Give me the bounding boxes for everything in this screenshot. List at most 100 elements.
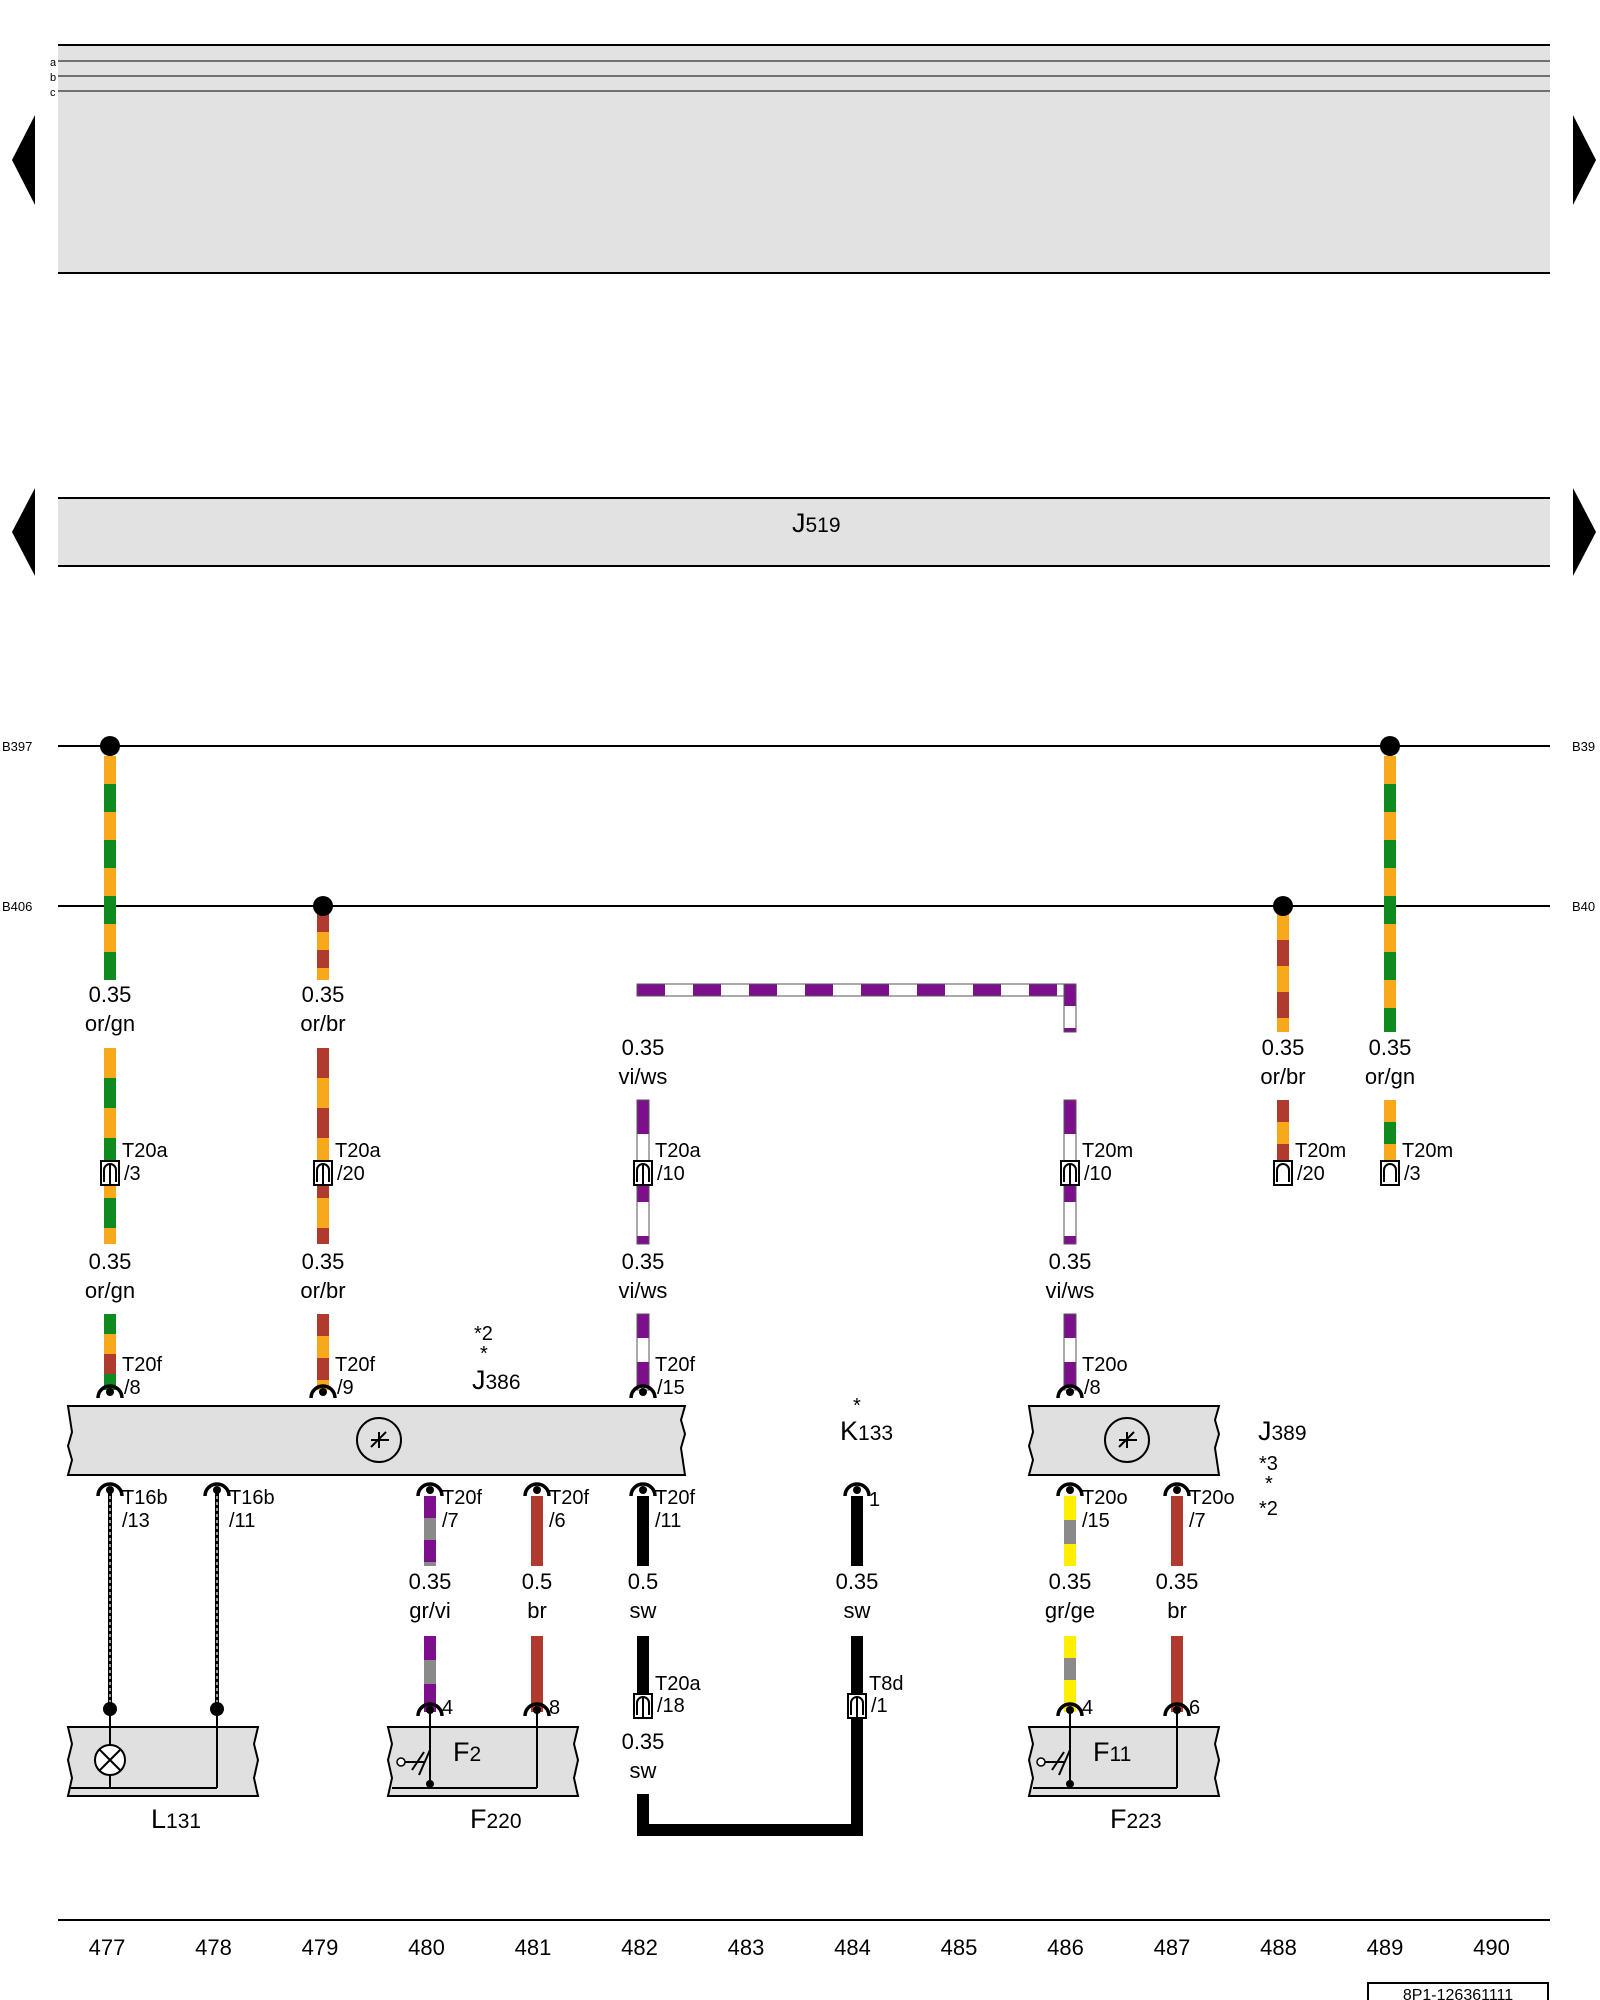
wire-stripe — [805, 984, 833, 996]
ruler-label: 490 — [1473, 1935, 1510, 1960]
wire-color: or/gn — [1365, 1064, 1415, 1089]
connector-icon — [633, 1693, 653, 1719]
l131-label: L131 — [151, 1804, 201, 1834]
wire-stripe — [317, 968, 329, 980]
page-prev-arrow-top[interactable] — [12, 115, 35, 205]
wire-stripe — [424, 1562, 436, 1566]
connector-pin: /11 — [229, 1510, 255, 1532]
ruler-label: 487 — [1154, 1935, 1191, 1960]
wire-stripe — [1064, 1202, 1076, 1236]
pin-number: 8 — [549, 1697, 560, 1719]
wire-size: 0.35 — [89, 1249, 132, 1274]
connector-name: T20a — [122, 1140, 168, 1162]
wire-stripe — [424, 1518, 436, 1540]
wire-stripe — [833, 984, 861, 996]
wire-stripe — [1064, 1314, 1076, 1338]
wire-segment — [1063, 1313, 1077, 1391]
connector-name: T20f — [335, 1354, 375, 1376]
connector-pin: /20 — [337, 1163, 365, 1185]
page-next-arrow-top[interactable] — [1573, 115, 1596, 205]
j389-note: *2 — [1259, 1498, 1278, 1520]
j519-label: J519 — [792, 508, 841, 538]
pin-number: 4 — [442, 1697, 453, 1719]
cup-dot — [213, 1486, 221, 1494]
wire-stripe — [1064, 1006, 1076, 1028]
connector-name: T20o — [1082, 1487, 1128, 1509]
connector-pin: /8 — [1084, 1377, 1101, 1399]
wire-stripe — [104, 896, 116, 924]
connector-pin: /9 — [337, 1377, 354, 1399]
wire-segment — [636, 983, 1076, 997]
wire-stripe — [1064, 1658, 1076, 1680]
cup-dot — [853, 1486, 861, 1494]
top-band: a b c — [50, 44, 1550, 274]
wire-segment — [1064, 1636, 1076, 1712]
wire-stripe — [1277, 1122, 1289, 1144]
wire-stripe — [637, 1314, 649, 1338]
connector-icon — [1273, 1160, 1293, 1186]
wire-stripe — [1029, 984, 1057, 996]
wire-color: or/br — [1260, 1064, 1305, 1089]
wire-stripe — [1384, 1100, 1396, 1122]
wire-stripe — [1384, 896, 1396, 924]
page-next-arrow-mid[interactable] — [1573, 488, 1596, 576]
wire-stripe — [637, 1100, 649, 1134]
wire-stripe — [861, 984, 889, 996]
connector-icon — [1380, 1160, 1400, 1186]
wire-stripe — [721, 984, 749, 996]
pin-cup-icon — [1163, 1702, 1191, 1717]
wire-stripe — [424, 1496, 436, 1518]
wire-stripe — [317, 950, 329, 968]
wire-stripe — [104, 1354, 116, 1374]
wire-color: vi/ws — [619, 1064, 668, 1089]
wire-stripe — [1277, 1144, 1289, 1160]
k133-note: * — [853, 1395, 861, 1417]
wire-segment — [1277, 914, 1289, 1032]
cup-arc — [416, 1702, 444, 1717]
wire-stripe — [317, 1228, 329, 1244]
wire-color: gr/ge — [1045, 1598, 1095, 1623]
bus-b406-right: B40 — [1572, 899, 1595, 914]
component-f220 — [386, 1709, 580, 1797]
wire-size: 0.35 — [1369, 1035, 1412, 1060]
component-labels: *2 * J386 J389 *3 * *2 * K133 L131 F2 F2… — [151, 1323, 1307, 1834]
k133-label: K133 — [840, 1416, 893, 1446]
wire-size: 0.35 — [836, 1569, 879, 1594]
component-l131 — [66, 1702, 260, 1797]
page-prev-arrow-mid[interactable] — [12, 488, 35, 576]
ruler-label: 489 — [1367, 1935, 1404, 1960]
wire-stripe — [1384, 1008, 1396, 1032]
wire-stripe — [637, 1362, 649, 1386]
wire-segment — [317, 1314, 329, 1390]
reference-number: 8P1-126361111 — [1403, 1987, 1513, 2000]
connector-name: T20m — [1082, 1140, 1133, 1162]
wire-segment — [637, 1824, 863, 1836]
wire-color: or/br — [300, 1278, 345, 1303]
cup-arc — [1163, 1702, 1191, 1717]
wire-stripe — [104, 1078, 116, 1108]
wire-stripe — [637, 1134, 649, 1168]
wire-stripe — [104, 1108, 116, 1138]
cup-arc — [1056, 1384, 1084, 1399]
wire-stripe — [104, 756, 116, 784]
wire-color: gr/vi — [409, 1598, 451, 1623]
component-j389 — [1027, 1405, 1221, 1476]
ruler-label: 480 — [408, 1935, 445, 1960]
ruler-label: 478 — [195, 1935, 232, 1960]
f223-inner-label: F11 — [1093, 1737, 1131, 1767]
wire-stripe — [637, 1236, 649, 1244]
wire-segment — [104, 1314, 116, 1390]
wire-stripe — [1384, 952, 1396, 980]
cup-dot — [639, 1486, 647, 1494]
wire-stripe — [424, 1540, 436, 1562]
cup-arc — [523, 1702, 551, 1717]
j386-note: *2 — [474, 1323, 493, 1345]
connector-name: T20o — [1189, 1487, 1235, 1509]
wire-stripe — [1064, 1028, 1076, 1032]
wire-size: 0.35 — [89, 982, 132, 1007]
ruler-label: 477 — [89, 1935, 126, 1960]
reference-box: 8P1-126361111 — [1367, 1982, 1549, 2000]
wire-stripe — [1384, 812, 1396, 840]
bus-lines: B397 B39 B406 B40 — [2, 739, 1595, 914]
